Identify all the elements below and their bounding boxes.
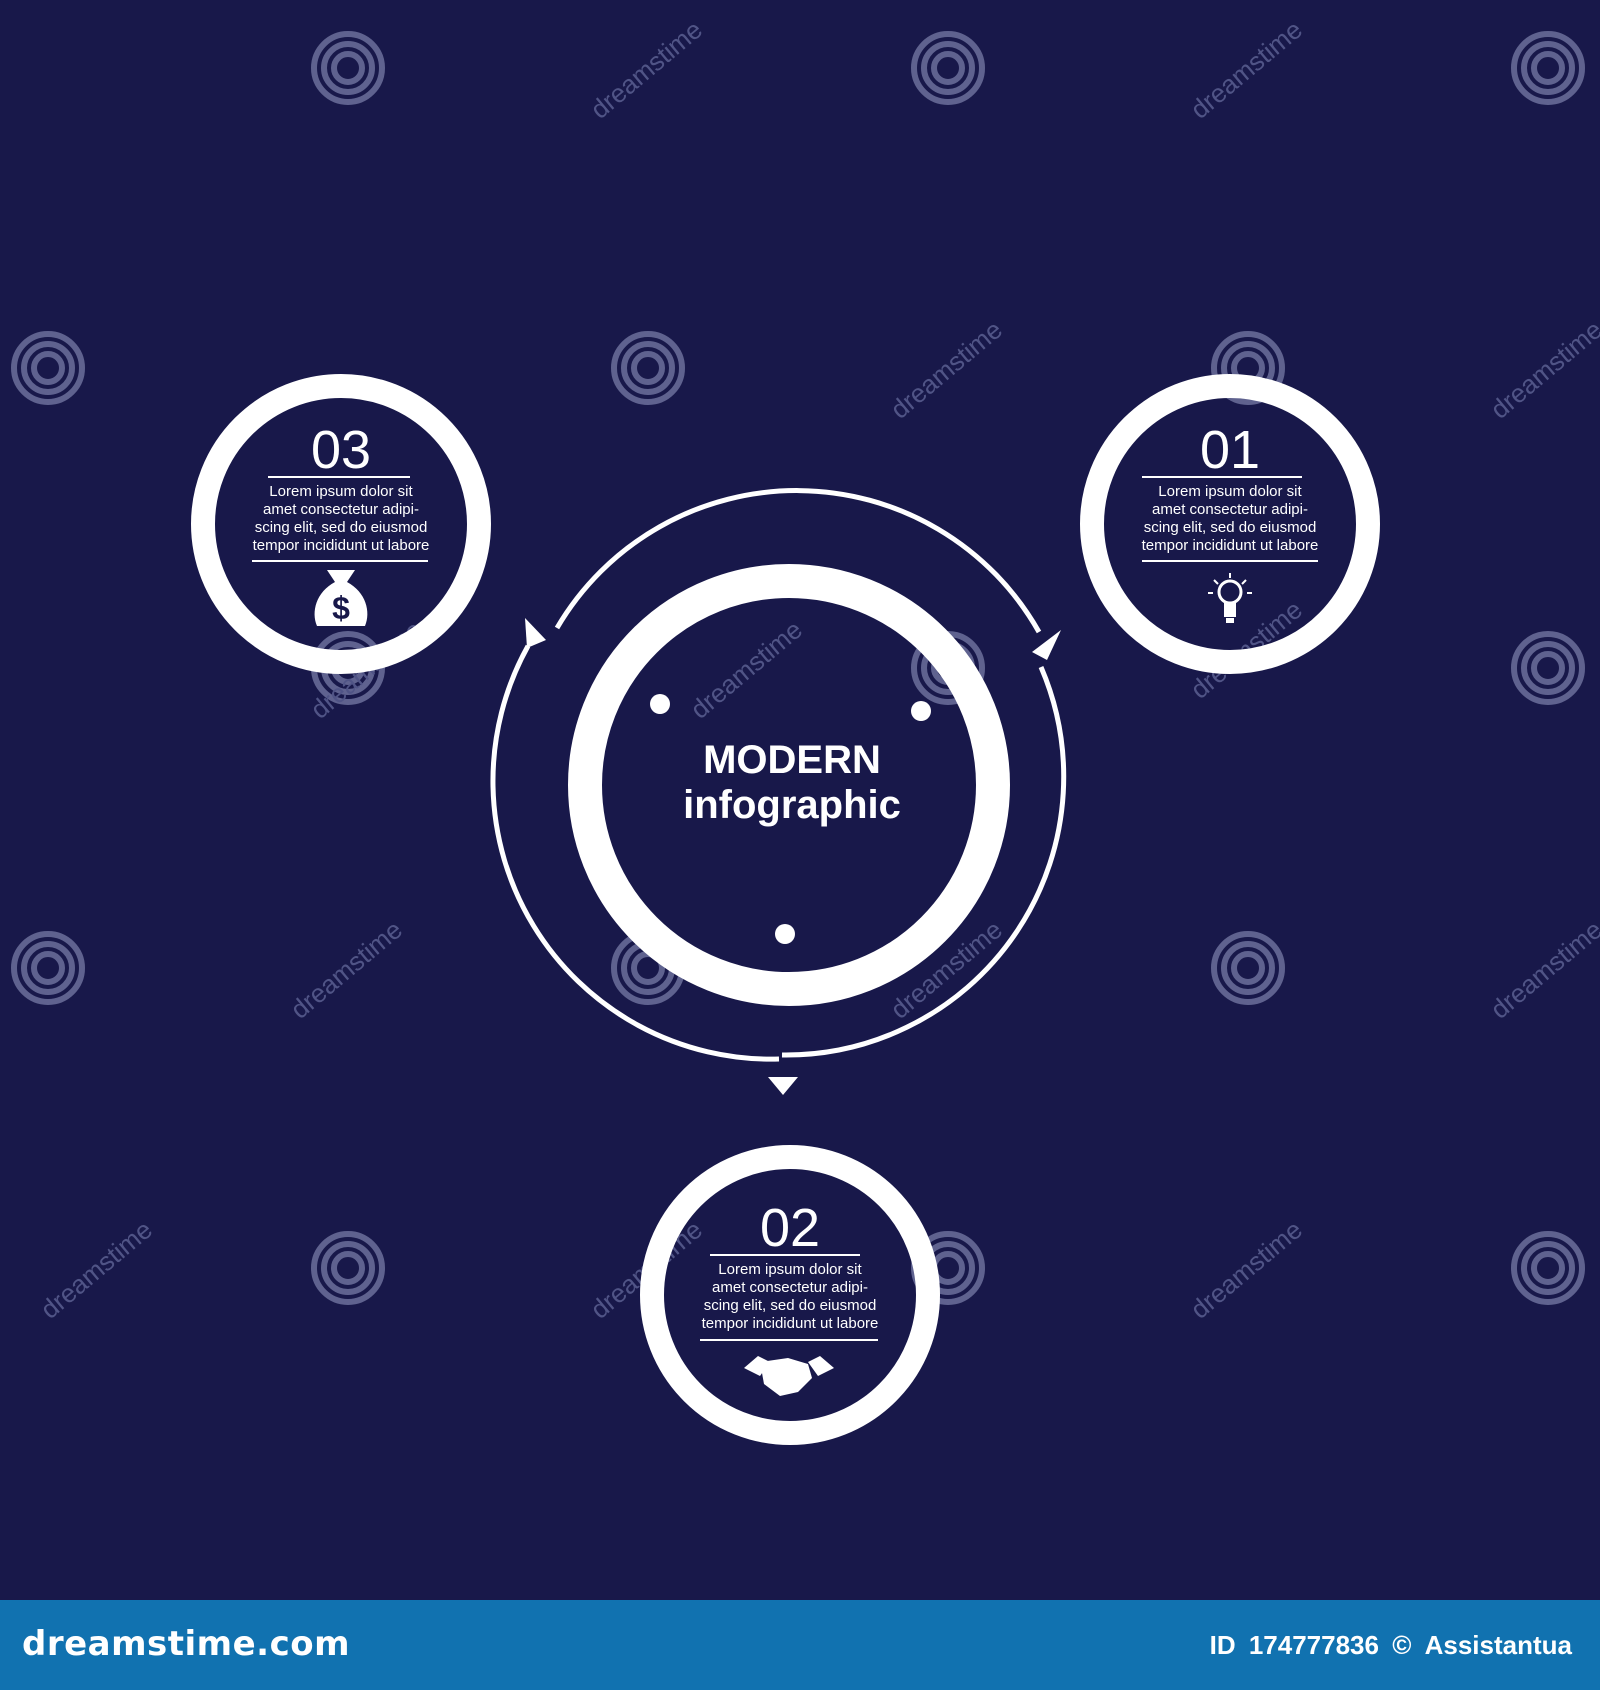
watermark-spiral-icon bbox=[1511, 31, 1585, 105]
step-text-line: Lorem ipsum dolor sit bbox=[269, 483, 413, 500]
watermark-text: dreamstime bbox=[685, 614, 808, 724]
center-title-line2: infographic bbox=[683, 783, 901, 827]
watermark-text: dreamstime bbox=[1185, 1214, 1308, 1324]
watermark-spiral-icon bbox=[311, 1231, 385, 1305]
step-number: 02 bbox=[760, 1198, 820, 1258]
money-bag-icon: $ bbox=[314, 570, 368, 626]
footer-author: Assistantua bbox=[1424, 1630, 1572, 1660]
step-text-line: amet consectetur adipi- bbox=[1152, 501, 1308, 518]
step-text-line: Lorem ipsum dolor sit bbox=[718, 1261, 862, 1278]
step-ring bbox=[191, 374, 491, 674]
handshake-icon bbox=[744, 1356, 834, 1396]
watermark-spiral-icon bbox=[311, 31, 385, 105]
arrowhead-bottom-icon bbox=[768, 1077, 798, 1095]
svg-text:$: $ bbox=[332, 590, 350, 626]
watermark-spiral-icon bbox=[11, 931, 85, 1005]
arrowhead-left-icon bbox=[525, 618, 546, 648]
cycle-arrow-ring bbox=[490, 488, 1067, 1062]
step-card-03: 03 Lorem ipsum dolor sit amet consectetu… bbox=[191, 374, 491, 674]
watermark-text: dreamstime bbox=[585, 14, 708, 124]
footer-copyright: © bbox=[1392, 1630, 1412, 1660]
lightbulb-icon bbox=[1208, 573, 1252, 623]
arc-segment-right bbox=[781, 666, 1067, 1058]
center-dot-left bbox=[650, 694, 670, 714]
step-card-02: 02 Lorem ipsum dolor sit amet consectetu… bbox=[640, 1145, 940, 1445]
step-text-line: scing elit, sed do eiusmod bbox=[704, 1297, 877, 1314]
watermark-layer: dreamstime dreamstime dreamstime dreamstime… bbox=[11, 14, 1600, 1325]
watermark-spiral-icon bbox=[1511, 1231, 1585, 1305]
step-text-line: amet consectetur adipi- bbox=[263, 501, 419, 518]
step-text-line: tempor incididunt ut labore bbox=[253, 537, 430, 554]
watermark-text: dreamstime bbox=[285, 914, 408, 1024]
watermark-text: dreamstime bbox=[35, 1214, 158, 1324]
watermark-text: dreamstime bbox=[885, 314, 1008, 424]
step-text-line: tempor incididunt ut labore bbox=[702, 1315, 879, 1332]
step-number: 01 bbox=[1200, 420, 1260, 480]
step-ring bbox=[1080, 374, 1380, 674]
arrowhead-right-icon bbox=[1032, 630, 1061, 660]
center-dot-right bbox=[911, 701, 931, 721]
step-text-line: Lorem ipsum dolor sit bbox=[1158, 483, 1302, 500]
watermark-spiral-icon bbox=[1211, 931, 1285, 1005]
footer-id-value: 174777836 bbox=[1248, 1630, 1379, 1660]
watermark-spiral-icon bbox=[611, 331, 685, 405]
watermark-text: dreamstime bbox=[1485, 914, 1600, 1024]
stock-footer-bar: dreamstime.com ID 174777836 © Assistantu… bbox=[0, 1600, 1600, 1690]
footer-id-label: ID bbox=[1209, 1630, 1236, 1660]
watermark-spiral-icon bbox=[11, 331, 85, 405]
footer-credit: ID 174777836 © Assistantua bbox=[1204, 1630, 1572, 1661]
step-number: 03 bbox=[311, 420, 371, 480]
step-text-line: tempor incididunt ut labore bbox=[1142, 537, 1319, 554]
watermark-text: dreamstime bbox=[1485, 314, 1600, 424]
step-text-line: scing elit, sed do eiusmod bbox=[1144, 519, 1317, 536]
watermark-spiral-icon bbox=[911, 31, 985, 105]
infographic-diagram: dreamstime dreamstime dreamstime dreamstime… bbox=[11, 14, 1600, 1445]
center-title-line1: MODERN bbox=[703, 738, 881, 782]
step-card-01: 01 Lorem ipsum dolor sit amet consectetu… bbox=[1080, 374, 1380, 674]
watermark-spiral-icon bbox=[1511, 631, 1585, 705]
arc-segment-top bbox=[554, 488, 1042, 634]
step-text-line: amet consectetur adipi- bbox=[712, 1279, 868, 1296]
footer-site-name: dreamstime.com bbox=[22, 1624, 351, 1664]
center-dot-bottom bbox=[775, 924, 795, 944]
step-text-line: scing elit, sed do eiusmod bbox=[255, 519, 428, 536]
arc-segment-left bbox=[490, 644, 780, 1062]
step-ring bbox=[640, 1145, 940, 1445]
center-ring bbox=[568, 564, 1010, 1006]
watermark-text: dreamstime bbox=[1185, 14, 1308, 124]
